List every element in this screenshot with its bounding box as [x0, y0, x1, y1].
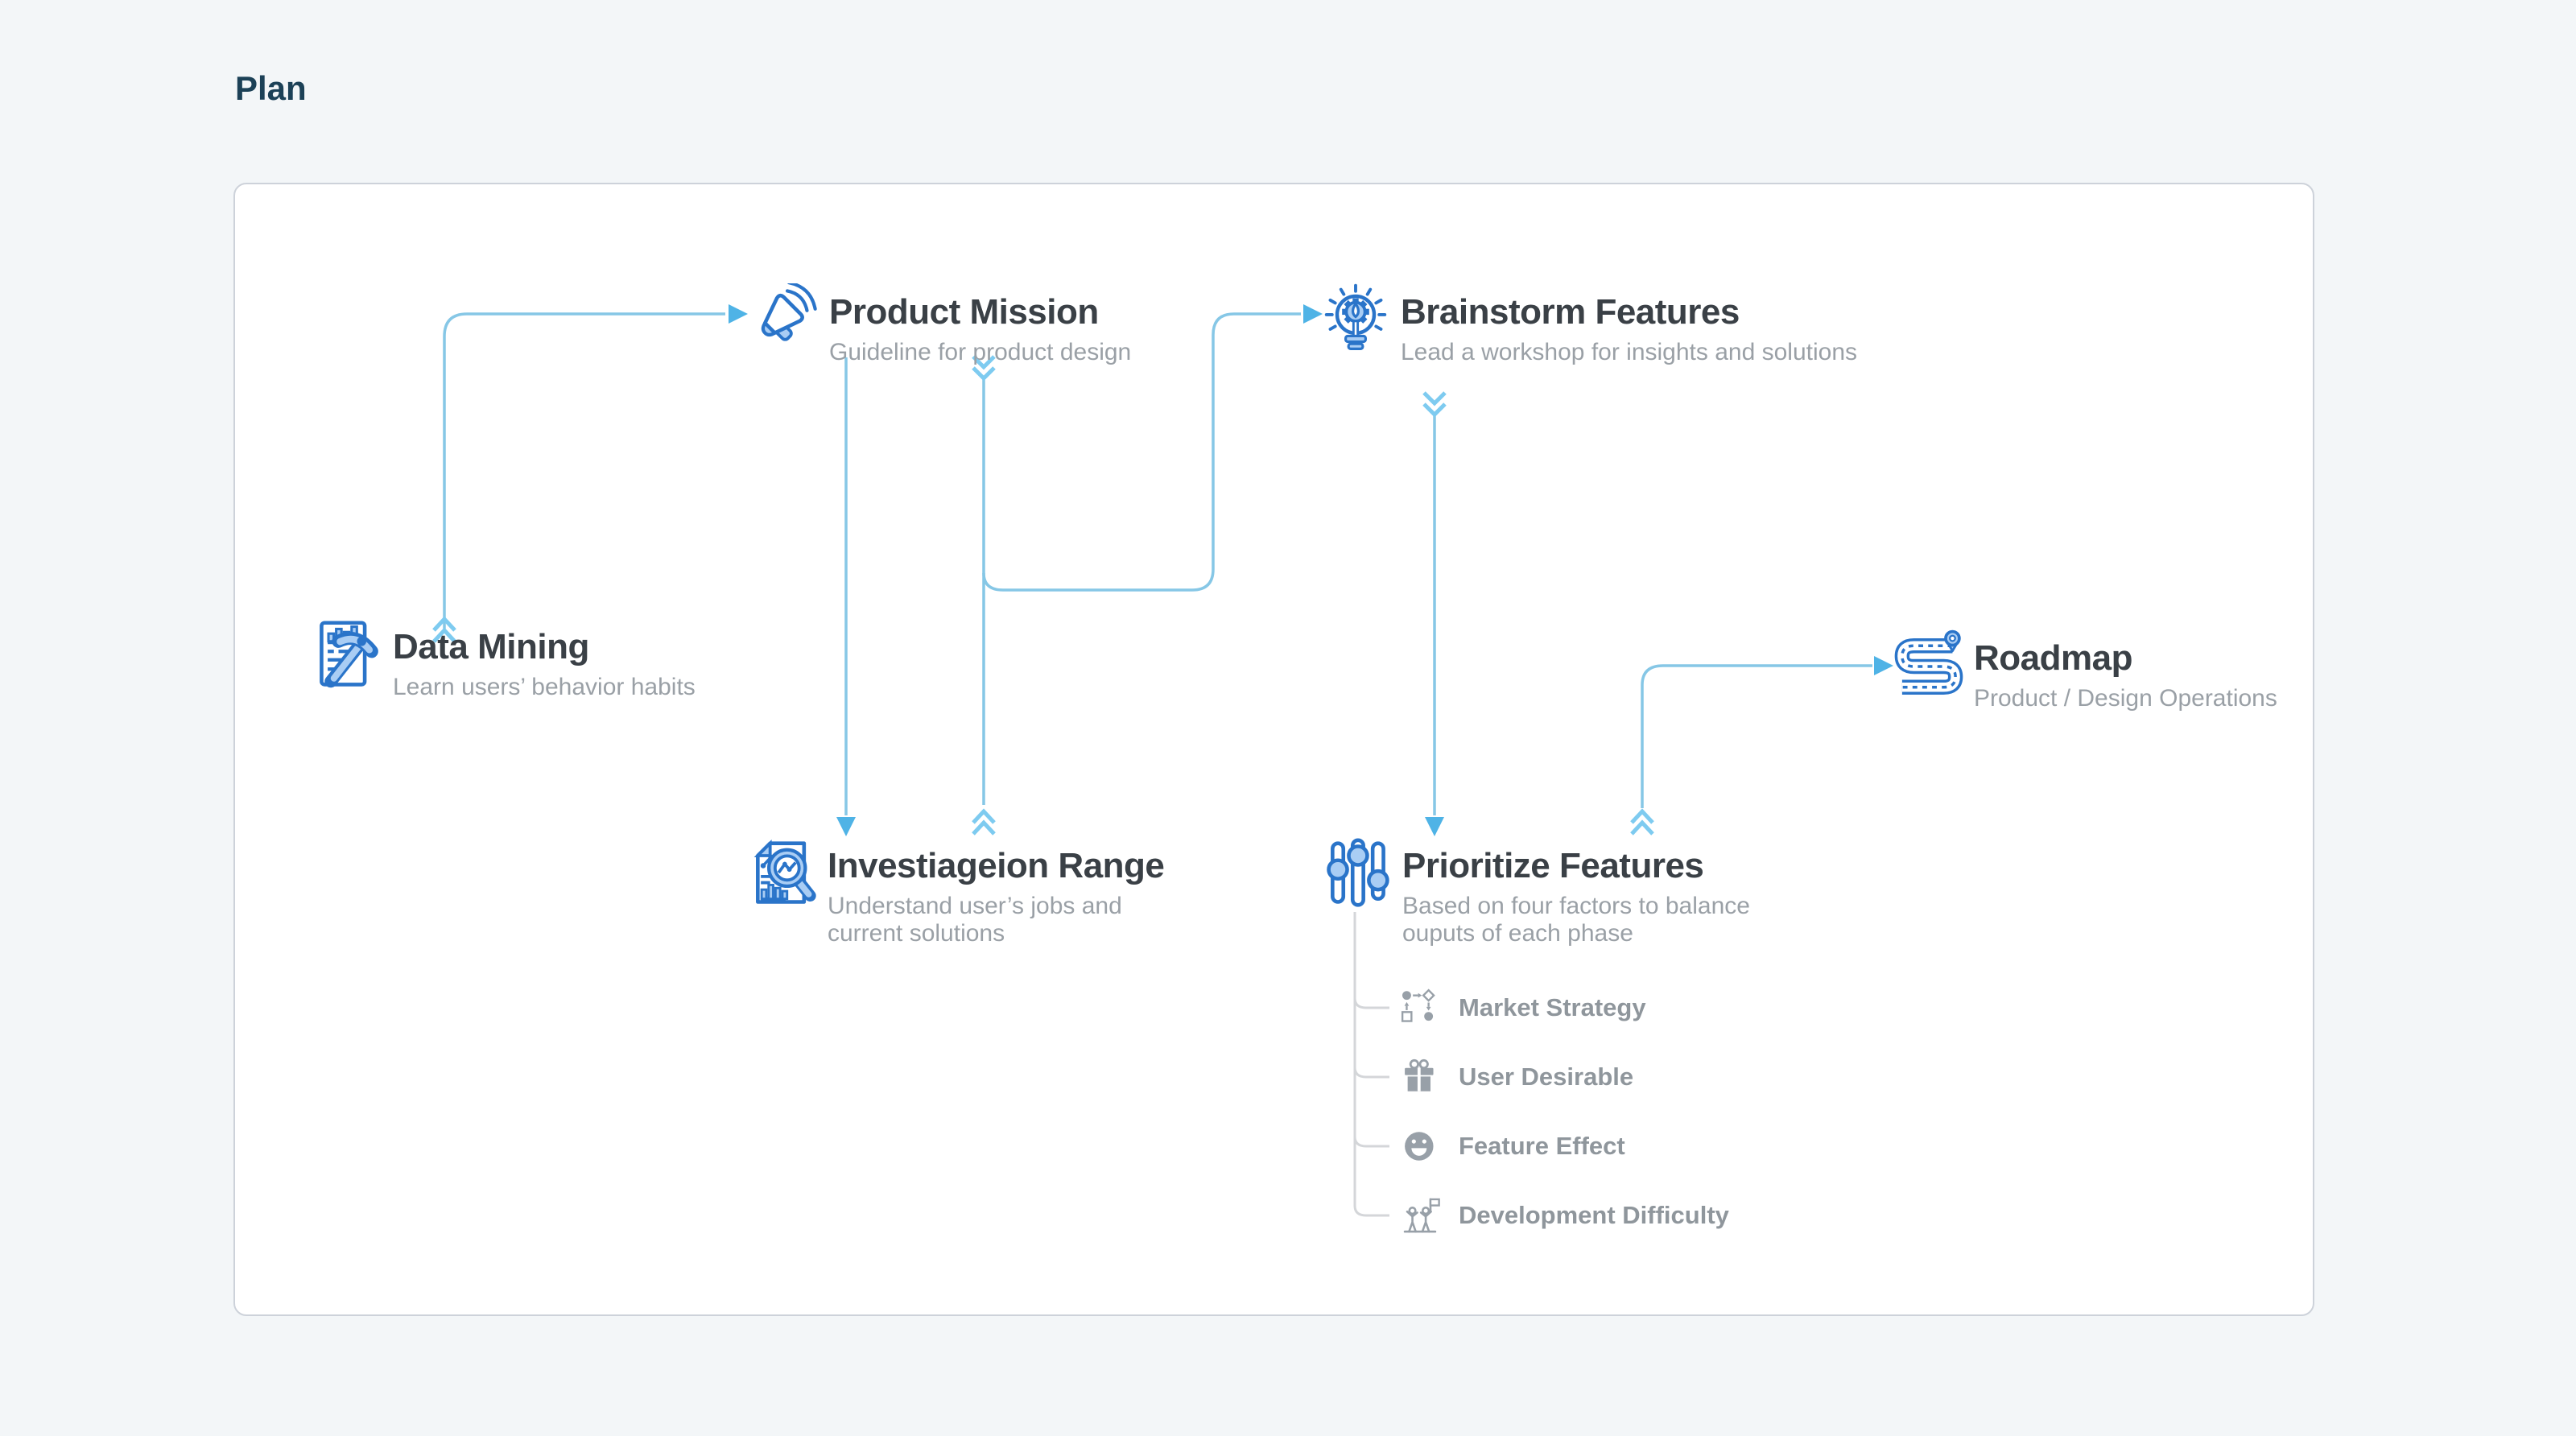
factor-market-strategy[interactable]: Market Strategy — [1399, 987, 1646, 1029]
pickaxe-document-icon — [320, 621, 378, 688]
factor-tree-line — [1353, 912, 1389, 1217]
node-roadmap[interactable]: Roadmap Product / Design Operations — [1892, 629, 2277, 712]
lightbulb-gear-icon — [1324, 283, 1387, 350]
node-subtitle: Understand user’s jobs and current solut… — [828, 893, 1122, 947]
node-data-mining[interactable]: Data Mining Learn users’ behavior habits — [311, 618, 696, 701]
factor-label: Feature Effect — [1459, 1132, 1625, 1160]
team-flag-icon — [1403, 1198, 1440, 1233]
node-prioritize-features[interactable]: Prioritize Features Based on four factor… — [1320, 837, 1750, 947]
road-pin-icon — [1894, 629, 1963, 695]
node-title: Product Mission — [829, 292, 1099, 332]
node-subtitle: Based on four factors to balance ouputs … — [1402, 893, 1750, 947]
node-product-mission[interactable]: Product Mission Guideline for product de… — [747, 283, 1131, 366]
node-title: Data Mining — [393, 627, 589, 666]
double-chevron-marker — [432, 355, 1654, 836]
node-subtitle: Lead a workshop for insights and solutio… — [1401, 339, 1858, 365]
node-brainstorm-features[interactable]: Brainstorm Features Lead a workshop for … — [1319, 283, 1857, 366]
flow-line — [443, 312, 1872, 815]
arrowhead-marker — [729, 304, 1893, 836]
diagram-panel — [233, 183, 2314, 1316]
factor-user-desirable[interactable]: User Desirable — [1399, 1056, 1633, 1098]
magnifier-report-icon — [753, 840, 816, 904]
node-title: Prioritize Features — [1402, 846, 1704, 885]
gift-icon — [1405, 1058, 1434, 1091]
factor-development-difficulty[interactable]: Development Difficulty — [1399, 1195, 1729, 1236]
megaphone-icon — [761, 283, 817, 341]
factor-label: Market Strategy — [1459, 993, 1646, 1021]
node-subtitle: Product / Design Operations — [1974, 685, 2277, 712]
factor-label: Development Difficulty — [1459, 1201, 1729, 1229]
factor-label: User Desirable — [1459, 1063, 1634, 1091]
node-subtitle: Learn users’ behavior habits — [393, 674, 696, 700]
sliders-icon — [1327, 838, 1389, 907]
node-title: Brainstorm Features — [1401, 292, 1740, 332]
node-title: Investiageion Range — [828, 846, 1165, 885]
node-investigation-range[interactable]: Investiageion Range Understand user’s jo… — [745, 837, 1165, 947]
factor-feature-effect[interactable]: Feature Effect — [1399, 1125, 1625, 1167]
node-subtitle: Guideline for product design — [829, 339, 1132, 365]
page-title: Plan — [235, 69, 307, 107]
smiley-icon — [1405, 1132, 1434, 1161]
node-title: Roadmap — [1974, 638, 2132, 678]
flowchart-icon — [1401, 988, 1435, 1022]
